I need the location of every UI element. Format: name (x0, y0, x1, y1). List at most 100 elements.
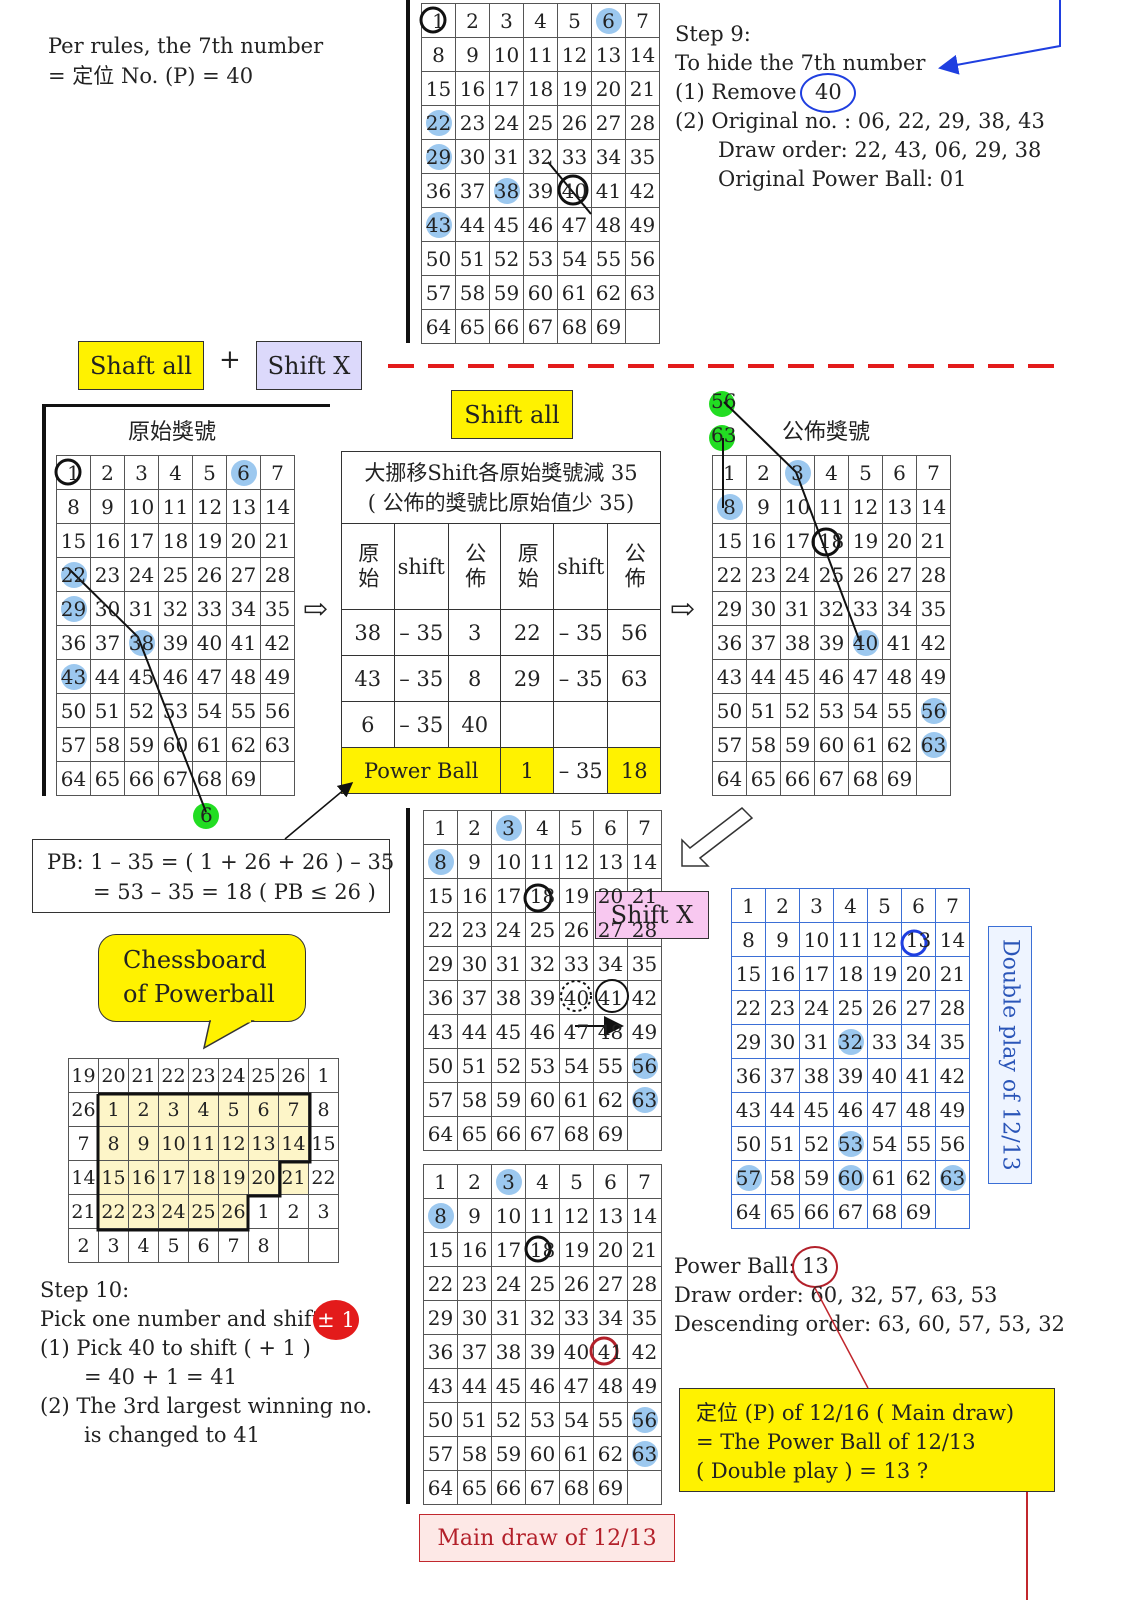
col-shift-a: shift (393, 523, 449, 610)
chessboard-cell-number: 24 (161, 1200, 186, 1223)
grid-cell: 44 (747, 660, 781, 694)
grid-cell-number: 68 (871, 1199, 898, 1224)
grid-cell-number: 62 (595, 280, 622, 305)
grid-cell-number: 48 (886, 664, 913, 689)
grid-cell-number: 10 (493, 42, 520, 67)
grid-cell: 9 (458, 1199, 492, 1233)
chessboard-cell-number: 24 (221, 1064, 246, 1087)
grid-cell: 68 (560, 1471, 594, 1505)
grid-cell: 37 (91, 626, 125, 660)
chessboard-cell-number: 15 (101, 1166, 126, 1189)
grid-cell (936, 1195, 970, 1229)
grid-cell: 35 (261, 592, 295, 626)
grid-cell: 7 (626, 4, 660, 38)
chessboard-cell-number: 23 (131, 1200, 156, 1223)
grid-cell-number: 67 (837, 1199, 864, 1224)
grid-cell: 23 (766, 991, 800, 1025)
grid-cell: 26 (193, 558, 227, 592)
grid-cell: 22 (732, 991, 766, 1025)
grid-cell: 38 (781, 626, 815, 660)
grid-cell: 19 (193, 524, 227, 558)
grid-cell-number: 33 (852, 596, 879, 621)
grid-cell-number: 52 (784, 698, 811, 723)
chessboard-cell-number: 25 (251, 1064, 276, 1087)
grid-cell-number: 31 (495, 1305, 522, 1330)
grid-cell: 55 (592, 242, 626, 276)
chessboard-cell-number: 19 (221, 1166, 246, 1189)
grid-cell: 10 (492, 845, 526, 879)
grid-cell-number: 45 (784, 664, 811, 689)
grid-cell-number: 47 (871, 1097, 898, 1122)
grid-cell-number: 65 (459, 314, 486, 339)
grid-cell: 5 (868, 889, 902, 923)
grid-cell: 34 (594, 1301, 628, 1335)
p-def-line2: = The Power Ball of 12/13 (696, 1430, 976, 1454)
grid-cell-number: 4 (536, 815, 549, 840)
grid-cell-number: 34 (905, 1029, 932, 1054)
grid-cell-number: 49 (920, 664, 947, 689)
grid-cell-number: 18 (818, 528, 845, 553)
grid-cell: 22 (424, 1267, 458, 1301)
grid-cell: 56 (626, 242, 660, 276)
grid-cell-number: 31 (128, 596, 155, 621)
step10-line1: Pick one number and shift (40, 1307, 321, 1331)
grid-cell: 32 (526, 947, 560, 981)
grid-cell: 41 (883, 626, 917, 660)
grid-cell-number: 35 (629, 144, 656, 169)
grid-cell-number: 11 (162, 494, 189, 519)
grid-cell: 32 (526, 1301, 560, 1335)
grid-cell: 6 (592, 4, 626, 38)
grid-cell-number: 42 (920, 630, 947, 655)
grid-cell-number: 5 (859, 460, 872, 485)
grid-cell: 69 (883, 762, 917, 796)
grid-cell: 45 (490, 208, 524, 242)
grid-cell: 57 (424, 1083, 458, 1117)
grid-cell: 49 (626, 208, 660, 242)
grid-cell: 8 (713, 490, 747, 524)
grid-cell-number: 63 (264, 732, 291, 757)
grid-cell: 49 (261, 660, 295, 694)
grid-cell-number: 66 (784, 766, 811, 791)
grid-cell-number: 37 (94, 630, 121, 655)
grid-cell: 69 (594, 1471, 628, 1505)
grid-cell-number: 58 (461, 1087, 488, 1112)
grid-cell-number: 18 (837, 961, 864, 986)
grid-cell-number: 7 (271, 460, 284, 485)
grid-cell: 51 (456, 242, 490, 276)
grid-cell: 41 (592, 174, 626, 208)
grid-cell (628, 1117, 662, 1151)
chessboard-cell-number: 6 (257, 1098, 270, 1121)
grid-cell-number: 39 (162, 630, 189, 655)
grid-cell-number: 69 (230, 766, 257, 791)
grid-cell: 46 (159, 660, 193, 694)
grid-cell: 14 (628, 845, 662, 879)
original-title: 原始獎號 (128, 420, 217, 445)
grid-cell-number: 36 (427, 985, 454, 1010)
grid-cell-number: 1 (434, 815, 447, 840)
cell: 40 (447, 701, 502, 748)
chessboard-cell-number: 5 (167, 1234, 180, 1257)
grid-cell-number: 46 (818, 664, 845, 689)
grid-cell-number: 7 (946, 893, 959, 918)
grid-cell-number: 17 (495, 883, 522, 908)
chessboard-cell-number: 1 (317, 1064, 330, 1087)
grid-cell: 63 (917, 728, 951, 762)
grid-cell-number: 21 (631, 1237, 658, 1262)
grid-cell-number: 6 (604, 1169, 617, 1194)
grid-cell: 8 (422, 38, 456, 72)
grid-cell-number: 68 (563, 1121, 590, 1146)
grid-cell: 23 (458, 913, 492, 947)
grid-cell-number: 53 (529, 1053, 556, 1078)
grid-cell-number: 61 (563, 1441, 590, 1466)
chessboard-cell-number: 3 (107, 1234, 120, 1257)
cell: – 35 (552, 609, 609, 656)
grid-cell-number: 58 (459, 280, 486, 305)
grid-cell-number: 66 (495, 1121, 522, 1146)
grid-cell: 51 (458, 1403, 492, 1437)
grid-cell: 3 (492, 1165, 526, 1199)
grid-cell-number: 28 (631, 1271, 658, 1296)
grid-cell: 18 (815, 524, 849, 558)
grid-cell-number: 12 (563, 1203, 590, 1228)
